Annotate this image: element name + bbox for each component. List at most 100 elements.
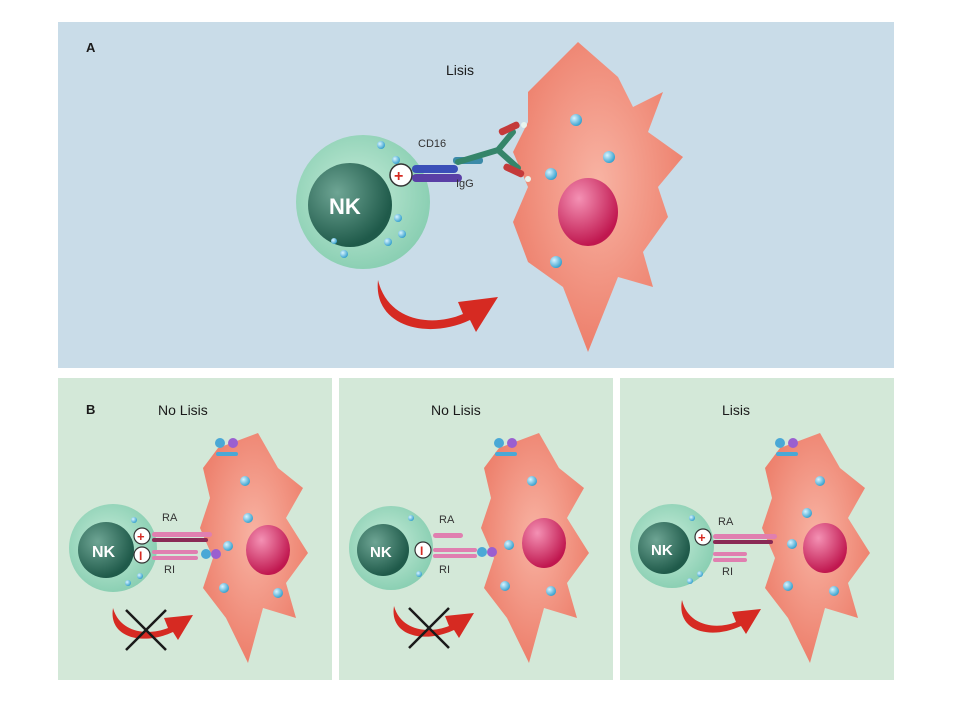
lysis-arrow (681, 600, 761, 634)
panel-b-scenario-2: No Lisis NK I RA RI (339, 378, 613, 680)
free-ligand (775, 438, 785, 448)
scenario-2-outcome: No Lisis (431, 402, 481, 418)
nk-cell-core (357, 524, 409, 576)
target-nucleus (558, 178, 618, 246)
inhibition-signal-symbol: I (139, 549, 142, 563)
target-nucleus (246, 525, 290, 575)
target-granule (504, 540, 514, 550)
activation-signal-symbol: + (698, 530, 706, 545)
free-ligand (494, 438, 504, 448)
ra-label: RA (162, 512, 178, 524)
nk-label: NK (92, 544, 116, 561)
free-ligand (215, 438, 225, 448)
target-nucleus (803, 523, 847, 573)
nk-granule (125, 580, 131, 586)
inhibition-signal (414, 541, 432, 559)
nk-granule (398, 230, 406, 238)
scenario-1-outcome: No Lisis (158, 402, 208, 418)
activation-signal-symbol: + (137, 529, 145, 544)
block-cross (408, 607, 450, 649)
nk-granule (689, 515, 695, 521)
nk-granule (131, 517, 137, 523)
free-ligand (788, 438, 798, 448)
igg-tip (525, 176, 531, 182)
activating-receptor (152, 538, 208, 542)
nk-granule (416, 571, 422, 577)
mhc-ligand (201, 549, 211, 559)
ri-label: RI (164, 564, 175, 576)
nk-granule (687, 578, 693, 584)
panel-b-scenario-3: Lisis NK + RA RI (620, 378, 894, 680)
nk-granule (697, 571, 703, 577)
inhibition-signal-symbol: I (420, 544, 423, 558)
inhibition-signal (133, 546, 151, 564)
panel-a-outcome: Lisis (446, 62, 475, 78)
nk-granule (331, 238, 337, 244)
inhibitory-receptor (433, 554, 477, 558)
free-ligand (776, 452, 798, 456)
mhc-ligand (487, 547, 497, 557)
target-granule (815, 476, 825, 486)
ra-label: RA (718, 516, 734, 528)
nk-label: NK (329, 194, 361, 219)
nk-granule (392, 156, 400, 164)
target-granule (527, 476, 537, 486)
nk-cell-core (78, 522, 134, 578)
inhibitory-receptor (152, 550, 198, 554)
target-granule (802, 508, 812, 518)
activating-receptor (152, 532, 212, 537)
mhc-ligand (211, 549, 221, 559)
activating-receptor (713, 534, 777, 539)
panel-b-label: B (86, 402, 96, 417)
activation-signal (694, 528, 712, 546)
target-granule (829, 586, 839, 596)
activation-signal (133, 527, 151, 545)
nk-granule (384, 238, 392, 246)
nk-granule (137, 573, 143, 579)
scenario-3-diagram: NK + (630, 433, 870, 663)
activation-signal-symbol: + (394, 168, 403, 185)
ri-label: RI (722, 566, 733, 578)
mhc-ligand (477, 547, 487, 557)
free-ligand (507, 438, 517, 448)
target-granule (223, 541, 233, 551)
igg-antibody (495, 147, 521, 171)
igg-label: IgG (456, 178, 474, 190)
nk-cell-core (308, 163, 392, 247)
activating-receptor (713, 540, 773, 544)
target-granule (500, 581, 510, 591)
nk-granule (394, 214, 402, 222)
free-ligand (216, 452, 238, 456)
inhibitory-receptor (713, 558, 747, 562)
target-nucleus (522, 518, 566, 568)
target-granule (570, 114, 582, 126)
target-granule (273, 588, 283, 598)
target-granule (240, 476, 250, 486)
target-granule (243, 513, 253, 523)
inhibitory-receptor (152, 556, 198, 560)
target-granule (546, 586, 556, 596)
nk-label: NK (370, 544, 392, 561)
igg-tip (521, 122, 527, 128)
nk-cell-core (638, 522, 690, 574)
target-granule (550, 256, 562, 268)
cd16-receptor (412, 165, 458, 173)
scenario-1-diagram: NK + I (69, 433, 308, 663)
nk-granule (340, 250, 348, 258)
block-cross (125, 609, 167, 651)
lysis-arrow (393, 606, 474, 638)
activating-receptor (433, 533, 463, 538)
target-granule (783, 581, 793, 591)
panel-a: A Lisis (58, 22, 894, 368)
scenario-2-diagram: NK I (349, 433, 589, 663)
ri-label: RI (439, 564, 450, 576)
inhibitory-receptor (713, 552, 747, 556)
scenario-3-outcome: Lisis (722, 402, 751, 418)
inhibitory-receptor (433, 548, 477, 552)
lysis-arrow (112, 608, 193, 640)
target-granule (545, 168, 557, 180)
lysis-arrow (377, 280, 498, 332)
nk-granule (377, 141, 385, 149)
target-granule (219, 583, 229, 593)
igg-antibody (503, 163, 525, 178)
